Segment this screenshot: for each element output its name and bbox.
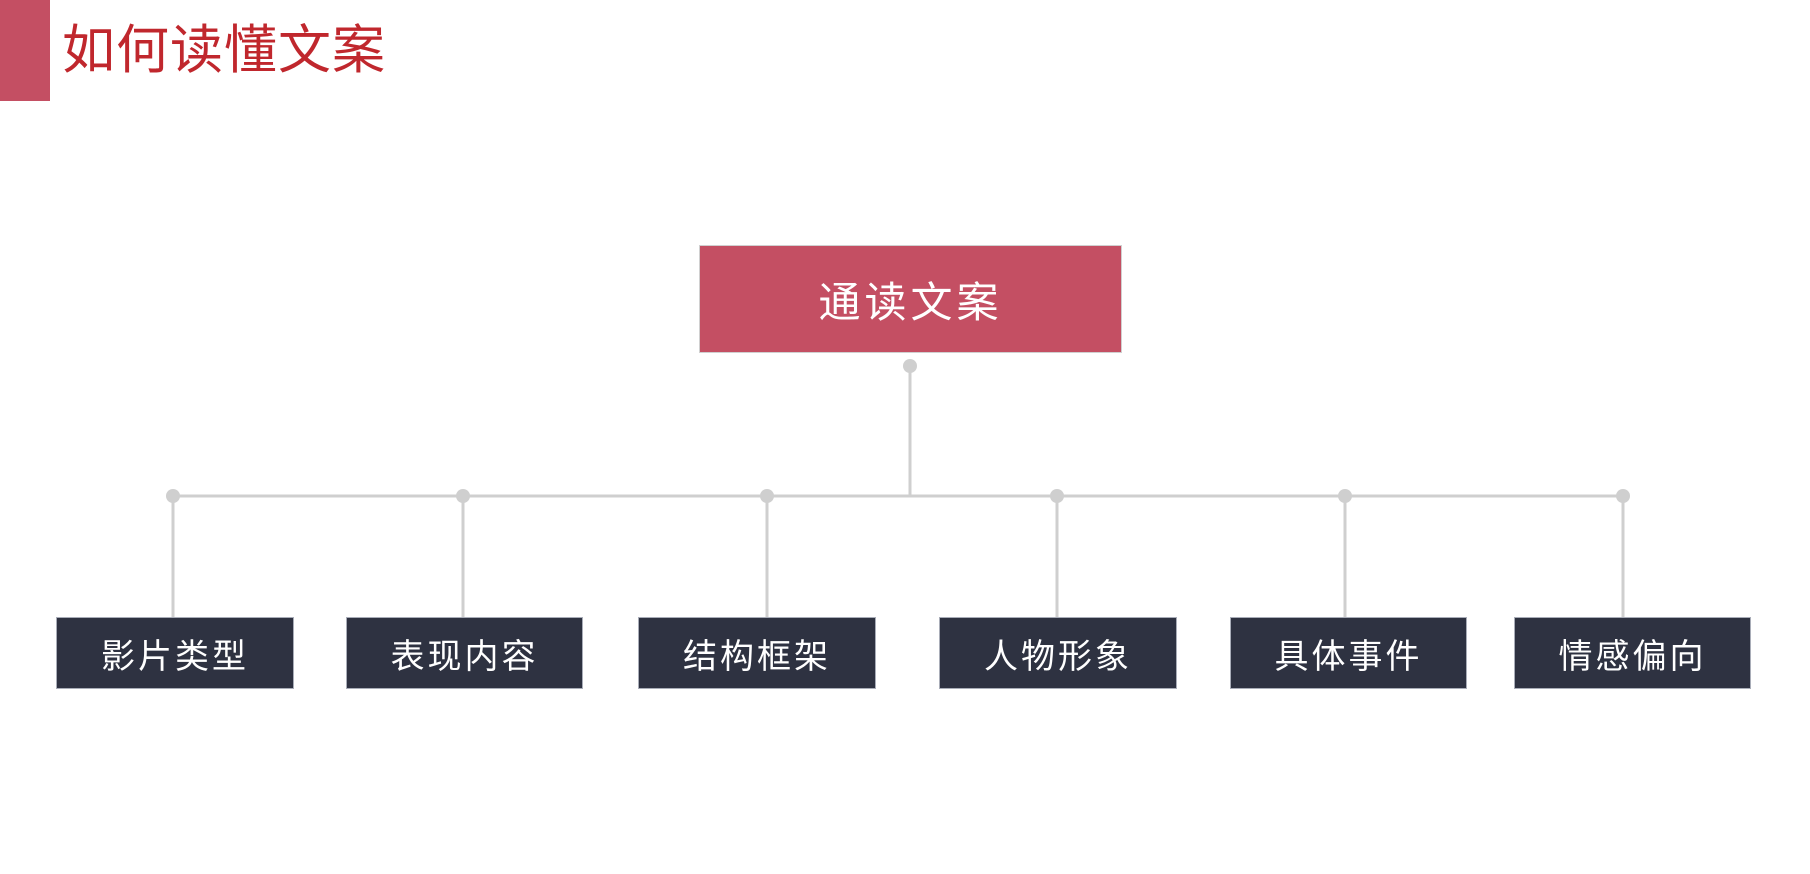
connector-junction-dot-0 bbox=[166, 489, 180, 503]
connector-junction-dot-3 bbox=[1050, 489, 1064, 503]
org-node-child-0[interactable]: 影片类型 bbox=[56, 617, 294, 689]
connector-junction-dot-5 bbox=[1616, 489, 1630, 503]
page-title: 如何读懂文案 bbox=[62, 21, 386, 80]
org-node-child-3[interactable]: 人物形象 bbox=[939, 617, 1177, 689]
title-accent-bar bbox=[0, 0, 50, 101]
connector-junction-dot-1 bbox=[456, 489, 470, 503]
org-node-child-1-label: 表现内容 bbox=[390, 637, 539, 676]
org-node-child-2-label: 结构框架 bbox=[683, 637, 831, 676]
org-node-child-0-label: 影片类型 bbox=[101, 637, 249, 676]
org-node-child-3-label: 人物形象 bbox=[984, 637, 1132, 676]
org-node-child-4[interactable]: 具体事件 bbox=[1230, 617, 1467, 689]
org-node-child-1[interactable]: 表现内容 bbox=[346, 617, 583, 689]
org-node-root[interactable]: 通读文案 bbox=[699, 245, 1122, 353]
connector-root-dot bbox=[903, 359, 917, 373]
org-node-child-5-label: 情感偏向 bbox=[1558, 637, 1707, 676]
org-node-root-label: 通读文案 bbox=[818, 278, 1003, 326]
org-node-child-2[interactable]: 结构框架 bbox=[638, 617, 876, 689]
org-node-child-4-label: 具体事件 bbox=[1274, 637, 1423, 676]
connector-junction-dot-2 bbox=[760, 489, 774, 503]
org-node-child-5[interactable]: 情感偏向 bbox=[1514, 617, 1751, 689]
connector-junction-dot-4 bbox=[1338, 489, 1352, 503]
